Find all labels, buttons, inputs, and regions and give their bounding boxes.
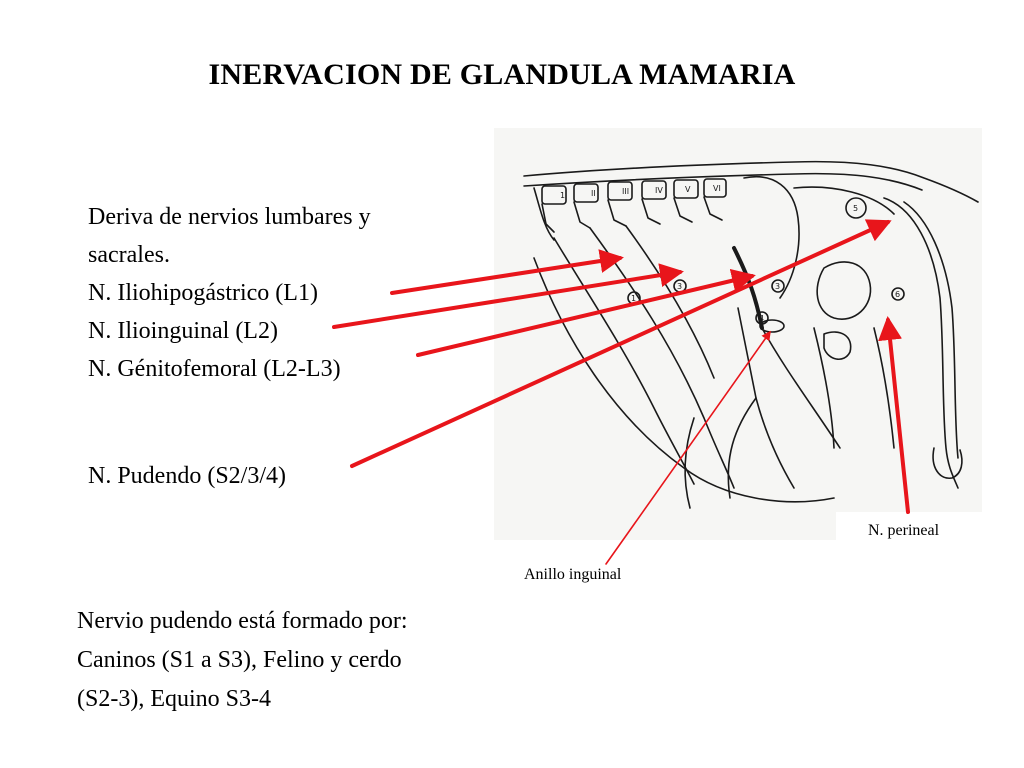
perineal-label-box [836,512,982,542]
vertebrae [533,178,727,241]
pudendo-label: N. Pudendo (S2/3/4) [88,463,286,489]
nerve-list: Deriva de nervios lumbares y sacrales. N… [88,198,371,388]
nerve-list-line: sacrales. [88,242,170,268]
svg-text:1: 1 [560,191,565,200]
svg-text:IV: IV [655,186,663,195]
arrow-iliohipogastrico [390,249,624,295]
svg-text:3: 3 [775,282,780,291]
arrow-ilioinguinal [332,263,684,329]
arrow-perineal [878,316,910,514]
spine-outline [523,160,979,203]
svg-text:5: 5 [853,204,858,213]
belly-outline [533,257,835,503]
tail-outline [883,197,959,489]
page-title: INERVACION DE GLANDULA MAMARIA [208,58,796,91]
arrow-pudendo [350,219,892,468]
nerve-L3 [625,225,715,379]
svg-text:VI: VI [713,184,721,193]
pudendo-note-line: Caninos (S1 a S3), Felino y cerdo [77,647,402,673]
nerve-list-line: N. Ilioinguinal (L2) [88,318,278,344]
svg-text:4: 4 [759,314,764,323]
nerve-list-line: N. Génitofemoral (L2-L3) [88,356,341,382]
perineal-label: N. perineal [868,522,940,539]
arrow-genitofemoral [416,268,756,357]
pudendo-note-line: (S2-3), Equino S3-4 [77,686,271,712]
svg-text:1: 1 [631,294,636,303]
svg-text:III: III [622,187,629,196]
nerve-list-line: Deriva de nervios lumbares y [88,204,371,230]
pudendo-note-line: Nervio pudendo está formado por: [77,608,408,634]
inguinal-ring-label: Anillo inguinal [524,566,622,583]
inguinal-ring [759,319,785,333]
pudendo-note: Nervio pudendo está formado por: Caninos… [77,602,408,719]
svg-text:II: II [591,189,596,198]
svg-text:6: 6 [895,290,900,299]
arrow-anillo-inguinal [605,330,771,565]
nerve-list-line: N. Iliohipogástrico (L1) [88,280,318,306]
svg-text:V: V [685,185,691,194]
pelvis-outline [743,176,800,299]
